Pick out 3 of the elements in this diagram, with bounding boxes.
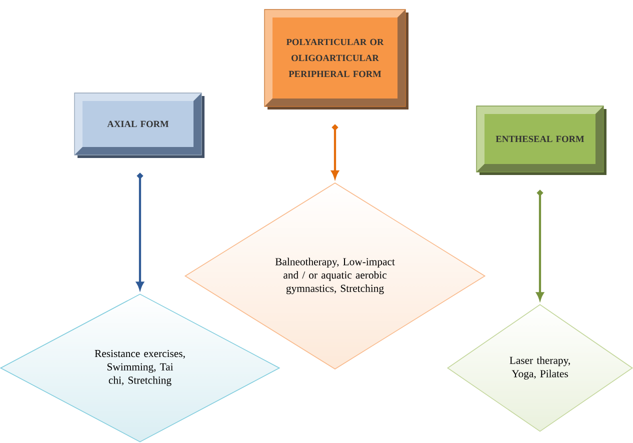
form-box: ENTHESEAL FORM [476,106,606,175]
form-box: POLYARTICULAR OR OLIGOARTICULAR PERIPHERAL FORM [264,9,408,110]
form-box: AXIAL FORM [74,92,204,158]
